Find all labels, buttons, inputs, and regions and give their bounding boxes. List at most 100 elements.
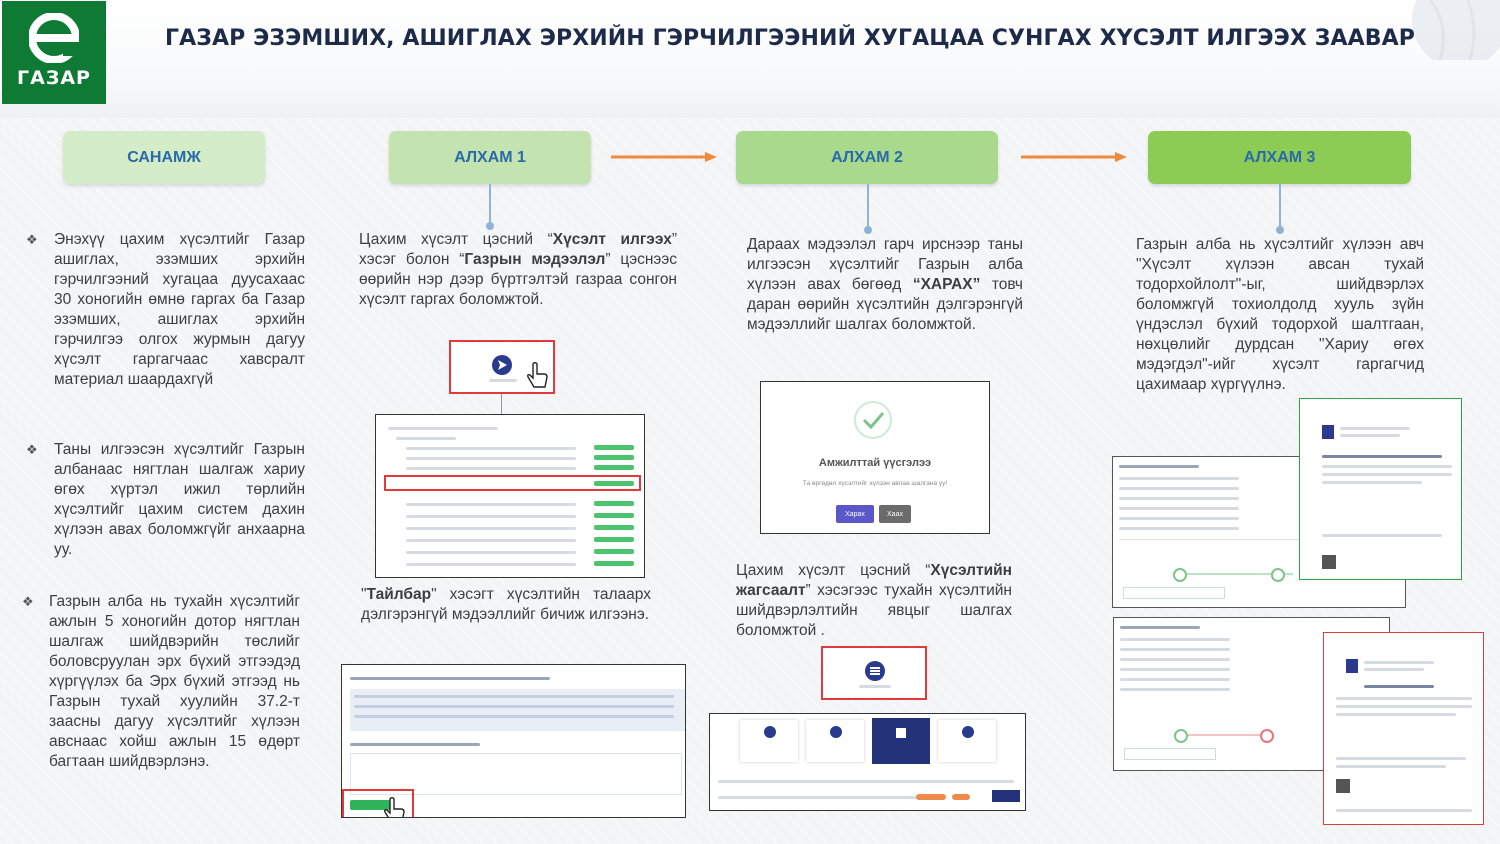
bullet-icon: ❖ [26,442,38,457]
screenshot-line [406,539,576,542]
send-label-placeholder [489,379,517,382]
screenshot-line [1120,638,1230,641]
green-status [594,465,634,470]
comment-textarea[interactable] [350,753,682,795]
send-request-button-highlight[interactable] [449,340,555,394]
progress-step [1271,568,1285,582]
screenshot-line [1120,648,1230,651]
success-title: Амжилттай үүсгэлээ [818,457,932,469]
text-span: ” хэсэгээс тухайн хүсэлтийн шийдвэрлэлти… [736,582,1012,639]
qr-code-icon [1322,555,1336,569]
emblem-icon [1346,659,1358,673]
document-line [1364,661,1434,664]
green-status [594,513,634,518]
download-button[interactable] [1123,587,1225,599]
document-line [1336,713,1456,716]
close-button[interactable]: Хаах [879,505,911,523]
document-line [1340,434,1400,437]
document-line [1336,809,1472,812]
screenshot-line [1120,626,1200,629]
view-button[interactable]: Харах [836,505,874,523]
step-3-pill: АЛХАМ 3 [1148,131,1411,184]
list-icon [865,661,885,681]
menu-card[interactable] [806,720,864,762]
text-span: Цахим хүсэлт цэсний “ [359,231,553,248]
document-line [1322,481,1422,484]
comment-form-screenshot [341,664,686,818]
emblem-icon [1322,425,1334,439]
selected-row-highlight[interactable] [384,475,641,491]
menu-card[interactable] [938,720,996,762]
success-dialog-screenshot: Амжилттай үүсгэлээ Та өргөдөл хүсэлтийг … [760,381,990,534]
note-text-2: Таны илгээсэн хүсэлтийг Газрын албанаас … [54,441,305,558]
land-list-screenshot [375,414,645,578]
action-button[interactable] [992,790,1020,802]
response-document-thumbnail [1323,632,1484,825]
screenshot-line [350,677,550,680]
green-status [594,481,634,486]
menu-card[interactable] [740,720,798,762]
screenshot-line [406,467,576,470]
status-badge [916,794,946,800]
submit-button[interactable] [350,800,390,810]
screenshot-line [1120,678,1230,681]
screenshot-line [406,503,576,506]
text-span: " [361,586,367,603]
screenshot-line [1119,517,1239,520]
step1-comment-description: "Тайлбар" хэсэгт хүсэлтийн талаарх дэлгэ… [361,585,651,625]
green-status [594,549,634,554]
bold-span: Хүсэлтийн жагсаалт [736,562,1012,599]
received-document-thumbnail [1299,398,1462,580]
document-line [1322,465,1452,468]
document-line [1336,765,1446,768]
document-line [1340,427,1410,430]
screenshot-line [406,515,576,518]
green-status [594,501,634,506]
screenshot-line [406,563,576,566]
step2-description: Дараах мэдээлэл гарч ирснээр таны илгээс… [747,235,1023,335]
screenshot-line [354,705,674,708]
text-span: ” хэсэг болон “ [359,231,677,268]
screenshot-line [406,447,576,450]
check-circle-icon [854,401,892,439]
step3-description: Газрын алба нь хүсэлтийг хүлээн авч "Хүс… [1136,236,1424,393]
note-text-1: Энэхүү цахим хүсэлтийг Газар ашиглах, эз… [54,231,305,388]
qr-code-icon [1336,779,1350,793]
text-span: ” цэснээс өөрийн нэр дээр бүртгэлтэй газ… [359,251,677,308]
download-button[interactable] [1124,748,1216,760]
progress-step [1260,729,1274,743]
screenshot-line [1119,477,1239,480]
page-title: ГАЗАР ЭЗЭМШИХ, АШИГЛАХ ЭРХИЙН ГЭРЧИЛГЭЭН… [165,26,1415,51]
green-status [594,455,634,460]
send-icon [492,355,512,375]
hand-cursor-icon [384,797,405,817]
screenshot-line [406,527,576,530]
screenshot-line [1120,688,1230,691]
connector-line [1279,184,1281,228]
bold-span: “ХАРАХ” [912,276,981,293]
green-status [594,445,634,450]
document-line [1336,697,1472,700]
gazar-logo: ГАЗАР [2,1,106,104]
list-label-placeholder [859,685,891,688]
screenshot-line [1119,527,1239,530]
screenshot-line [1119,465,1199,468]
screenshot-line [388,427,498,430]
bold-span: Тайлбар [366,586,432,603]
text-span: Дараах мэдээлэл гарч ирснээр таны илгээс… [747,236,1023,293]
divider [1119,539,1399,540]
bold-span: Газрын мэдээлэл [464,251,606,268]
connector-dot [486,222,494,230]
menu-card-active[interactable] [872,718,930,764]
submit-button-highlight[interactable] [342,789,414,817]
screenshot-line [1119,497,1239,500]
arrow-right-icon [611,152,717,162]
request-list-button-highlight[interactable] [821,646,927,700]
note-pill: САНАМЖ [63,131,265,184]
progress-track [1173,573,1293,575]
screenshot-line [718,780,1014,783]
logo-e-icon [29,13,79,63]
green-status [594,537,634,542]
progress-step [1174,729,1188,743]
screenshot-line [1120,668,1230,671]
